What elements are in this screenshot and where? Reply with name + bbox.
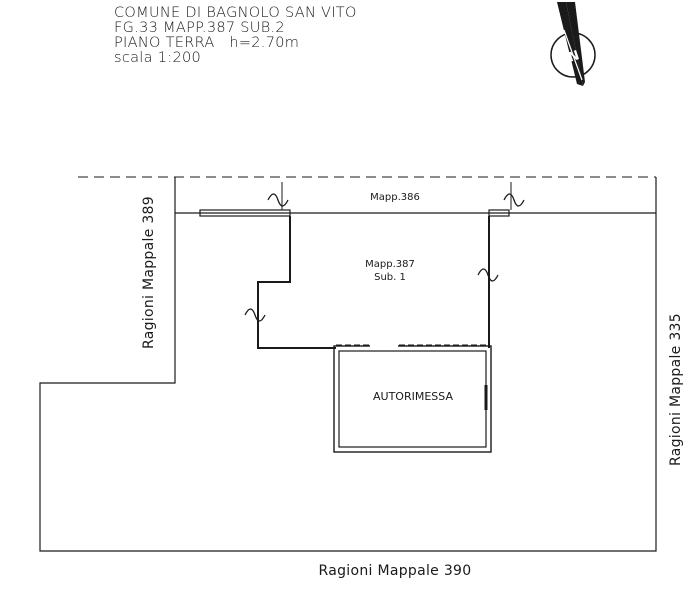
- municipality-line: COMUNE DI BAGNOLO SAN VITO: [114, 5, 357, 21]
- garage-outer-wall: [333, 345, 492, 453]
- garage-label: AUTORIMESSA: [373, 390, 453, 403]
- left-boundary-label: Ragioni Mappale 389: [141, 196, 157, 349]
- north-arrow-icon: N: [550, 2, 596, 86]
- scale-line: scala 1:200: [114, 50, 202, 66]
- break-symbols: [244, 182, 525, 322]
- cadastral-reference-line: FG.33 MAPP.387 SUB.2: [114, 20, 285, 36]
- break-symbol: [267, 193, 289, 207]
- break-symbol: [477, 268, 499, 282]
- north-letter: N: [566, 48, 581, 66]
- mapp-386-label: Mapp.386: [370, 192, 420, 203]
- sub-label: Sub. 1: [374, 272, 406, 283]
- bottom-boundary-label: Ragioni Mappale 390: [318, 563, 472, 579]
- right-boundary-label: Ragioni Mappale 335: [668, 313, 684, 466]
- floor-height-line: PIANO TERRA h=2.70m: [114, 35, 300, 51]
- break-symbol: [503, 193, 525, 207]
- break-symbol: [244, 308, 266, 322]
- lot-outline: [39, 177, 657, 552]
- title-block: COMUNE DI BAGNOLO SAN VITO FG.33 MAPP.38…: [114, 6, 357, 66]
- sub1-outline-left: [257, 216, 336, 349]
- north-wall-right: [488, 209, 510, 217]
- mapp-387-label: Mapp.387: [365, 259, 415, 270]
- north-wall-left: [199, 209, 291, 217]
